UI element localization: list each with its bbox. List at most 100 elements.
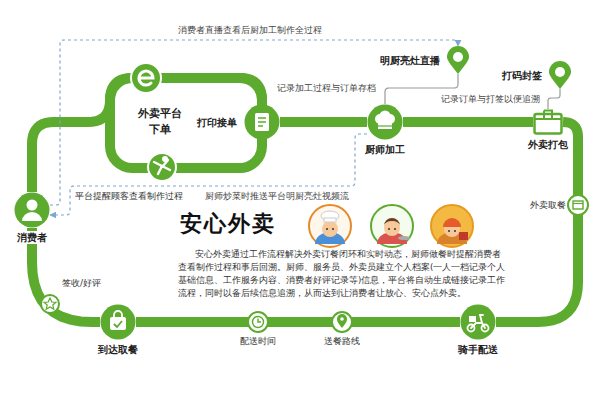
platform-loop-part bbox=[110, 78, 262, 168]
pin-icon bbox=[447, 46, 469, 74]
cook-illustration-part bbox=[332, 228, 334, 230]
cook-illustration-part bbox=[321, 211, 339, 221]
dashed-connector bbox=[50, 40, 458, 205]
route-pin-icon-part bbox=[337, 314, 347, 328]
rider-illustration-part bbox=[448, 230, 450, 232]
person-icon-part bbox=[15, 193, 50, 228]
hat-icon-part bbox=[368, 105, 403, 140]
rider-illustration-part bbox=[443, 218, 461, 227]
pin-icon-part bbox=[555, 67, 565, 77]
rider-illustration bbox=[431, 205, 473, 247]
route-pin-icon-part bbox=[332, 312, 352, 332]
clock-icon-part bbox=[258, 319, 261, 323]
rating-star-icon-part bbox=[44, 298, 56, 309]
step-label: 厨师加工 bbox=[363, 143, 407, 156]
connector-label: 厨师炒菜时推送平台明厨亮灶视频流 bbox=[203, 191, 351, 202]
pin-icon-part bbox=[453, 52, 463, 62]
step-note: 配送时间 bbox=[240, 336, 276, 347]
hat-icon-part bbox=[378, 120, 392, 129]
cook-illustration-part bbox=[324, 218, 336, 222]
step-label: 外卖打包 bbox=[526, 138, 570, 151]
cook-illustration-part bbox=[309, 205, 351, 247]
pin-icon-part bbox=[549, 61, 571, 89]
scooter-icon-part bbox=[469, 316, 476, 322]
step-label: 消费者 bbox=[15, 231, 49, 244]
person-icon-part bbox=[27, 200, 38, 211]
hat-icon-part bbox=[378, 125, 392, 126]
ordering-app-icon-part bbox=[139, 71, 153, 85]
rider-illustration-part bbox=[454, 230, 456, 232]
pin-icon-part bbox=[447, 46, 469, 74]
diagram-title: 安心外卖 bbox=[180, 209, 276, 239]
print-icon-part bbox=[245, 105, 280, 140]
step-label: 外卖平台 下单 bbox=[133, 106, 188, 138]
waiter-illustration-part bbox=[384, 218, 400, 226]
clock-icon bbox=[248, 312, 268, 332]
waiter-illustration-part bbox=[371, 205, 413, 247]
platform-loop bbox=[110, 78, 262, 168]
cook-illustration-part bbox=[326, 228, 328, 230]
step-label: 到达取餐 bbox=[96, 343, 140, 356]
route-pin-icon-part bbox=[340, 317, 344, 321]
box-icon-part bbox=[535, 114, 562, 134]
bag-icon-part bbox=[114, 311, 122, 317]
print-icon-part bbox=[255, 113, 269, 131]
step-circle: 到达取餐 bbox=[100, 304, 136, 340]
bag-icon-part bbox=[110, 317, 126, 330]
box-icon bbox=[533, 109, 563, 135]
flow-track bbox=[136, 317, 460, 327]
step-circle: 厨师加工 bbox=[367, 104, 403, 140]
pickup-box-icon bbox=[568, 195, 588, 215]
person-icon-part bbox=[22, 212, 42, 221]
waiter-illustration bbox=[371, 205, 413, 247]
waiter-illustration-part bbox=[398, 236, 410, 240]
pickup-box-icon-part bbox=[573, 203, 583, 204]
step-label: 打码封签 bbox=[500, 69, 544, 82]
hat-icon-part bbox=[380, 111, 391, 122]
step-circle: 外卖打包 bbox=[533, 109, 563, 135]
clock-icon-part bbox=[253, 317, 264, 328]
pin-icon bbox=[549, 61, 571, 89]
step-circle: 骑手配送 bbox=[460, 304, 496, 340]
ordering-app-icon-part bbox=[131, 63, 161, 93]
pickup-box-icon-part bbox=[573, 201, 583, 209]
flow-track bbox=[403, 117, 533, 127]
step-note: 送餐路线 bbox=[324, 336, 360, 347]
step-label: 骑手配送 bbox=[456, 343, 500, 356]
step-circle: 打印接单 bbox=[244, 104, 280, 140]
rider-illustration-part bbox=[459, 232, 468, 240]
step-note: 签收/好评 bbox=[62, 278, 101, 289]
delivery-app-icon bbox=[148, 153, 176, 181]
dashed-connector bbox=[50, 134, 367, 215]
clock-icon-part bbox=[248, 312, 268, 332]
connector-label: 记录订单与打签以便追溯 bbox=[439, 94, 542, 105]
person-icon bbox=[14, 192, 50, 228]
description-paragraph: 安心外卖通过工作流程解决外卖订餐闭环和实时动态，厨师做餐时提醒消费者查看制作过程… bbox=[178, 248, 508, 300]
print-icon bbox=[244, 104, 280, 140]
ordering-app-icon bbox=[131, 63, 161, 93]
flow-track bbox=[280, 117, 367, 127]
scooter-icon bbox=[460, 304, 496, 340]
rating-star-icon-part bbox=[41, 295, 59, 313]
process-label-box: 外卖平台 下单 bbox=[129, 102, 192, 142]
waiter-illustration-part bbox=[388, 228, 390, 230]
box-icon-part bbox=[535, 111, 562, 120]
pickup-box-icon-part bbox=[568, 195, 588, 215]
map-pin-node: 打码封签 bbox=[549, 61, 571, 89]
connector-label: 记录加工过程与订单存档 bbox=[275, 83, 378, 94]
bag-icon-part bbox=[101, 305, 136, 340]
rating-star-icon bbox=[41, 295, 59, 313]
map-pin-node: 明厨亮灶直播 bbox=[447, 46, 469, 74]
step-note: 外卖取餐 bbox=[530, 200, 566, 211]
record-connector bbox=[548, 89, 560, 109]
flow-track bbox=[496, 122, 578, 322]
cook-illustration bbox=[309, 205, 351, 247]
bag-icon bbox=[100, 304, 136, 340]
step-label: 打印接单 bbox=[195, 116, 239, 129]
cook-illustration-part bbox=[322, 221, 338, 237]
step-circle: 消费者 bbox=[14, 192, 50, 228]
step-note: 平台提醒顾客查看制作过程 bbox=[75, 191, 183, 202]
bag-icon-part bbox=[114, 321, 122, 327]
connector-label: 消费者直播查看后厨加工制作全过程 bbox=[176, 25, 324, 36]
delivery-app-icon-part bbox=[154, 160, 170, 174]
